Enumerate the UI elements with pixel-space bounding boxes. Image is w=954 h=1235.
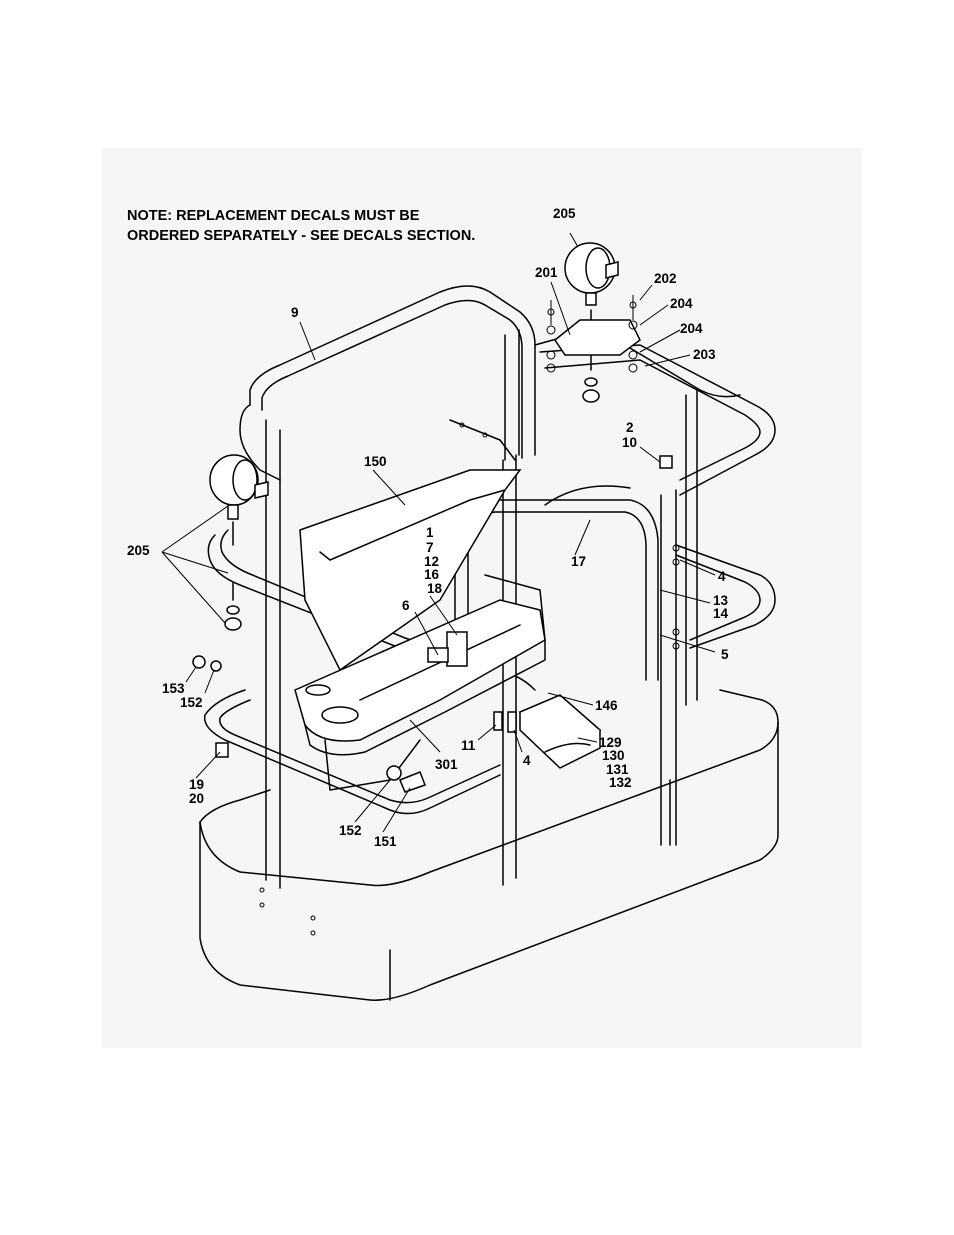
callout-9: 9	[291, 306, 299, 320]
callout-132: 132	[609, 776, 632, 790]
callout-19: 19	[189, 778, 204, 792]
callout-204-upper: 204	[670, 297, 693, 311]
callout-17: 17	[571, 555, 586, 569]
callout-20: 20	[189, 792, 204, 806]
callout-153: 153	[162, 682, 185, 696]
callout-201: 201	[535, 266, 558, 280]
callout-151: 151	[374, 835, 397, 849]
callout-130: 130	[602, 749, 625, 763]
callout-16: 16	[424, 568, 439, 582]
callout-11: 11	[461, 739, 475, 753]
callout-5: 5	[721, 648, 729, 662]
callout-152-lower: 152	[339, 824, 362, 838]
platform-base	[200, 690, 778, 1000]
callout-4-right: 4	[718, 570, 726, 584]
callout-146: 146	[595, 699, 618, 713]
callout-7: 7	[426, 541, 434, 555]
callout-4-mid: 4	[523, 754, 531, 768]
callout-150: 150	[364, 455, 387, 469]
callout-10: 10	[622, 436, 637, 450]
callout-205-left: 205	[127, 544, 150, 558]
callout-18: 18	[427, 582, 442, 596]
beacon-left	[210, 455, 268, 630]
callout-203: 203	[693, 348, 716, 362]
callout-152-upper: 152	[180, 696, 203, 710]
callout-14: 14	[713, 607, 728, 621]
callout-204-lower: 204	[680, 322, 703, 336]
top-rail	[250, 286, 740, 458]
callout-1: 1	[426, 526, 434, 540]
callout-205-top: 205	[553, 207, 576, 221]
callout-2: 2	[626, 421, 634, 435]
callout-301: 301	[435, 758, 458, 772]
callout-6: 6	[402, 599, 410, 613]
callout-202: 202	[654, 272, 677, 286]
